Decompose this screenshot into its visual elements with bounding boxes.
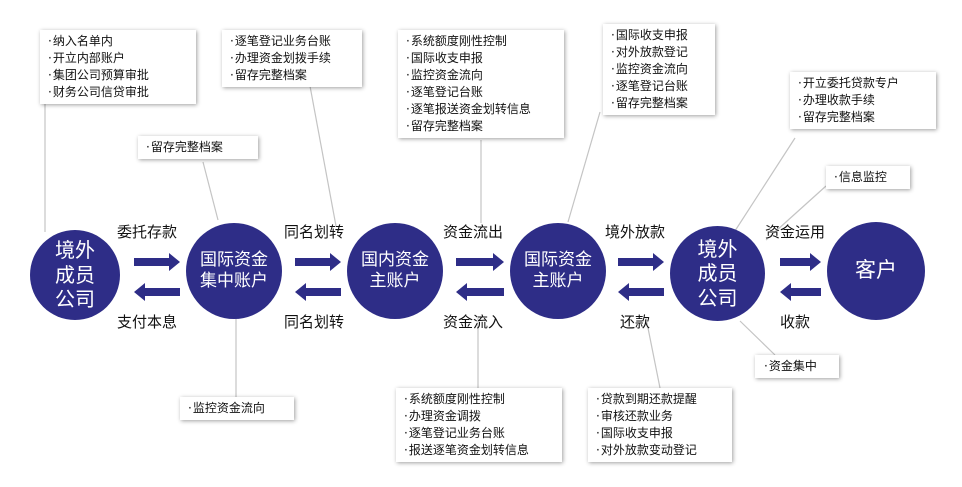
note-box-5: 国际收支申报 对外放款登记 监控资金流向 逐笔登记台账 留存完整档案 — [603, 24, 715, 115]
connector-line — [309, 85, 337, 227]
flow-label-top: 境外放款 — [605, 223, 666, 241]
arrow-right-icon — [295, 253, 341, 271]
note-item: 财务公司信贷审批 — [48, 84, 189, 101]
note-item: 对外放款登记 — [611, 44, 708, 61]
note-item: 国际收支申报 — [406, 50, 557, 67]
node-line: 境外 — [55, 238, 95, 263]
flow-label-bottom: 支付本息 — [117, 313, 178, 331]
flow-label-top: 同名划转 — [284, 223, 345, 241]
node-customer: 客户 — [827, 222, 925, 320]
node-line: 公司 — [55, 287, 95, 312]
note-box-2: 留存完整档案 — [138, 136, 258, 159]
note-item: 国际收支申报 — [596, 425, 725, 442]
node-line: 国际资金 — [524, 250, 592, 271]
note-item: 系统额度刚性控制 — [406, 33, 557, 50]
node-line: 公司 — [697, 285, 738, 310]
connector-line — [202, 161, 219, 221]
note-item: 监控资金流向 — [611, 61, 708, 78]
node-line: 主账户 — [369, 271, 421, 291]
note-item: 逐笔登记业务台账 — [404, 425, 555, 442]
note-item: 办理资金调拨 — [404, 408, 555, 425]
connector-line — [567, 111, 601, 223]
note-item: 监控资金流向 — [188, 400, 287, 417]
note-box-11: 资金集中 — [755, 355, 839, 378]
note-item: 逐笔登记业务台账 — [230, 33, 355, 50]
note-item: 贷款到期还款提醒 — [596, 391, 725, 408]
flow-label-bottom: 资金流入 — [443, 313, 504, 331]
connector-line — [739, 320, 776, 356]
note-box-10: 贷款到期还款提醒 审核还款业务 国际收支申报 对外放款变动登记 — [588, 388, 732, 462]
note-item: 监控资金流向 — [406, 67, 557, 84]
note-item: 留存完整档案 — [230, 67, 355, 84]
node-line: 主账户 — [532, 271, 584, 291]
note-item: 国际收支申报 — [611, 27, 708, 44]
arrow-right-icon — [618, 253, 664, 271]
flow-label-top: 资金运用 — [765, 223, 826, 241]
note-item: 审核还款业务 — [596, 408, 725, 425]
arrow-left-icon — [456, 283, 504, 301]
note-box-4: 系统额度刚性控制 国际收支申报 监控资金流向 逐笔登记台账 逐笔报送资金划转信息… — [398, 30, 564, 138]
node-line: 境外 — [697, 236, 738, 261]
arrow-left-icon — [295, 283, 341, 301]
node-line: 集中账户 — [200, 271, 268, 291]
node-intl-main-account: 国际资金 主账户 — [510, 223, 606, 319]
note-box-8: 监控资金流向 — [180, 397, 294, 420]
connector-line — [765, 185, 827, 241]
note-item: 集团公司预算审批 — [48, 67, 189, 84]
node-line: 成员 — [697, 261, 738, 286]
node-domestic-main-account: 国内资金 主账户 — [347, 223, 443, 319]
node-line: 国内资金 — [361, 250, 429, 271]
node-line: 成员 — [55, 262, 95, 287]
flow-label-bottom: 同名划转 — [284, 313, 345, 331]
arrow-left-icon — [618, 283, 664, 301]
note-box-9: 系统额度刚性控制 办理资金调拨 逐笔登记业务台账 报送逐笔资金划转信息 — [396, 388, 562, 462]
note-item: 报送逐笔资金划转信息 — [404, 442, 555, 459]
note-item: 信息监控 — [834, 169, 903, 186]
note-box-6: 开立委托贷款专户 办理收款手续 留存完整档案 — [790, 72, 936, 129]
node-overseas-member-2: 境外 成员 公司 — [670, 226, 765, 321]
arrow-left-icon — [134, 283, 180, 301]
note-item: 逐笔报送资金划转信息 — [406, 101, 557, 118]
note-item: 开立委托贷款专户 — [798, 75, 929, 92]
note-item: 开立内部账户 — [48, 50, 189, 67]
node-line: 国际资金 — [200, 250, 268, 271]
note-item: 留存完整档案 — [146, 139, 251, 156]
note-item: 留存完整档案 — [406, 118, 557, 135]
note-item: 办理收款手续 — [798, 92, 929, 109]
node-intl-pool-account: 国际资金 集中账户 — [186, 223, 282, 319]
note-box-1: 纳入名单内 开立内部账户 集团公司预算审批 财务公司信贷审批 — [40, 30, 196, 104]
note-item: 资金集中 — [764, 358, 832, 375]
arrow-right-icon — [780, 253, 821, 271]
flow-label-bottom: 收款 — [780, 313, 811, 331]
arrow-right-icon — [456, 253, 504, 271]
node-overseas-member-1: 境外 成员 公司 — [30, 230, 120, 320]
node-line: 客户 — [855, 258, 897, 283]
flow-label-bottom: 还款 — [620, 313, 651, 331]
note-item: 对外放款变动登记 — [596, 442, 725, 459]
connector-line — [732, 137, 796, 235]
note-box-7: 信息监控 — [826, 166, 910, 189]
note-item: 系统额度刚性控制 — [404, 391, 555, 408]
flow-label-top: 委托存款 — [117, 223, 178, 241]
flow-label-top: 资金流出 — [443, 223, 504, 241]
note-item: 留存完整档案 — [611, 95, 708, 112]
note-item: 逐笔登记台账 — [611, 78, 708, 95]
note-item: 留存完整档案 — [798, 109, 929, 126]
note-item: 纳入名单内 — [48, 33, 189, 50]
note-item: 办理资金划拨手续 — [230, 50, 355, 67]
arrow-left-icon — [780, 283, 821, 301]
note-item: 逐笔登记台账 — [406, 84, 557, 101]
arrow-right-icon — [134, 253, 180, 271]
note-box-3: 逐笔登记业务台账 办理资金划拨手续 留存完整档案 — [222, 30, 362, 87]
connector-line — [645, 317, 661, 389]
